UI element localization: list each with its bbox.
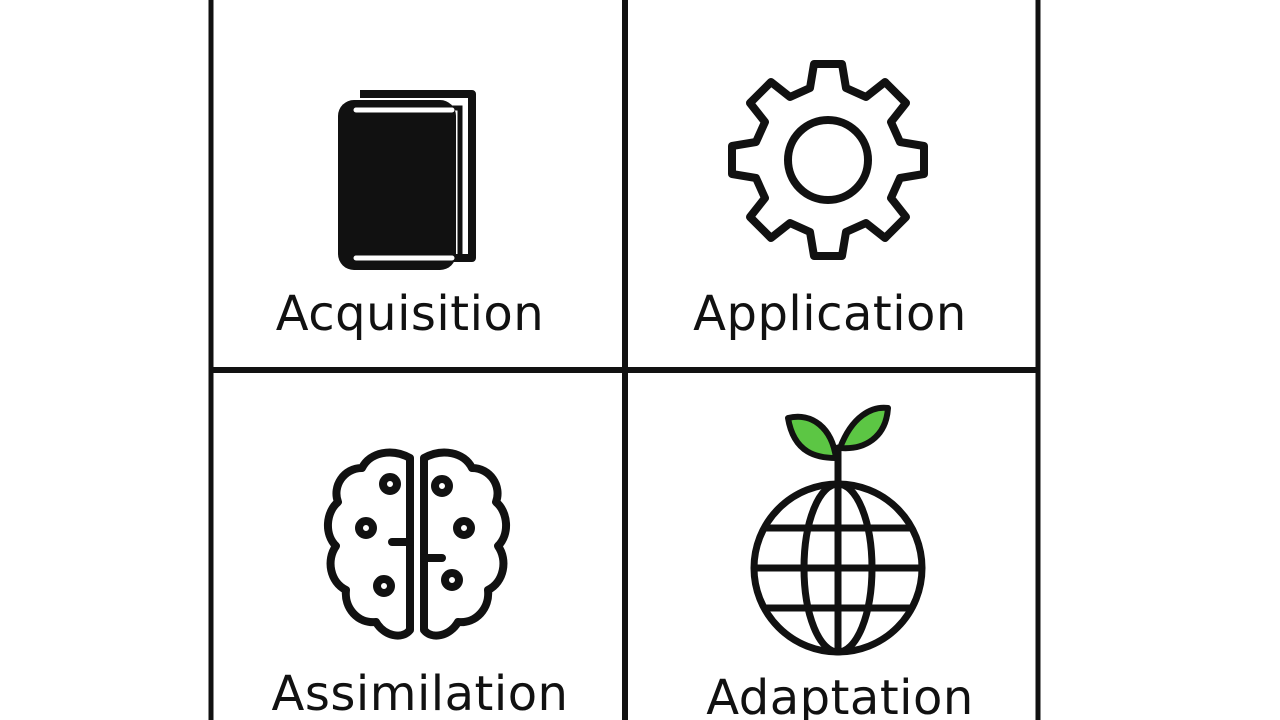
globe-sprout-icon (740, 398, 936, 660)
quadrant-label: Assimilation (271, 666, 569, 720)
brain-icon (322, 446, 512, 646)
book-icon (330, 88, 480, 273)
gear-icon (722, 54, 934, 266)
quadrant-label: Application (693, 286, 967, 342)
quadrant-label: Adaptation (706, 670, 974, 720)
quadrant-label: Acquisition (275, 286, 545, 342)
